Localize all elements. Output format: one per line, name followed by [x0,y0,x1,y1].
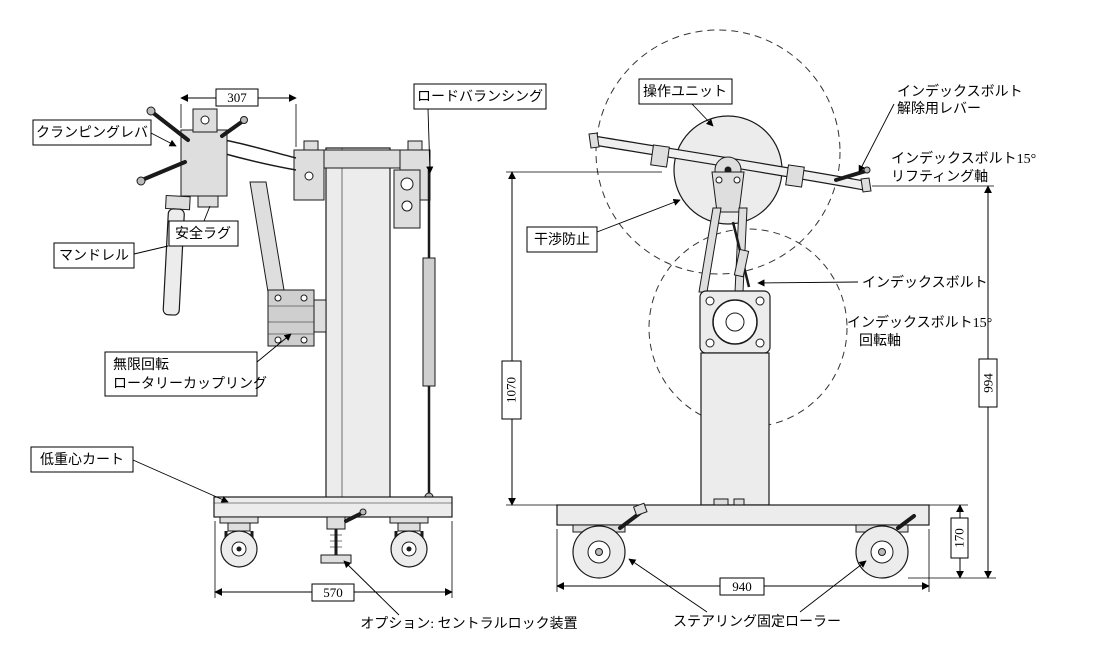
label-index-bolt-rotation: インデックスボルト15° 回転軸 [847,314,992,349]
svg-text:干渉防止: 干渉防止 [534,232,590,248]
dimension-940: 940 [556,529,930,596]
svg-text:インデックスボルト15°: インデックスボルト15° [891,150,1036,167]
dim-1070-value: 1070 [504,377,519,403]
dimension-170: 170 [929,504,969,579]
leader-steering-left [628,558,708,613]
dimension-307: 307 [180,88,297,147]
side-caster-front [219,516,259,568]
svg-text:安全ラグ: 安全ラグ [175,225,231,242]
label-load-balancing: ロードバランシング [413,83,547,174]
label-operation-unit: 操作ユニット [638,78,733,127]
side-column [325,147,391,507]
central-lock-part [320,508,367,564]
svg-text:マンドレル: マンドレル [59,249,129,264]
cable [223,139,297,159]
leader-mandrel [133,245,169,255]
side-base [213,496,453,518]
svg-text:インデックスボルト: インデックスボルト [897,83,1023,100]
label-option-central-lock: オプション: セントラルロック装置 [343,560,578,632]
dim-570-value: 570 [323,585,343,600]
svg-text:リフティング軸: リフティング軸 [891,169,988,185]
safety-lug-part [197,195,219,208]
mandrel-part [162,194,191,316]
label-low-cg-cart: 低重心カート [30,446,229,503]
leader-interference-prevention [596,198,681,233]
svg-text:インデックスボルト: インデックスボルト [862,274,988,291]
dim-994-value: 994 [981,373,996,393]
svg-text:ステアリング固定ローラー: ステアリング固定ローラー [673,614,841,630]
front-caster-left [572,502,648,579]
dimension-994: 994 [872,185,998,579]
label-rotary-coupling: 無限回転 ロータリーカップリング [104,333,292,397]
svg-text:回転軸: 回転軸 [859,333,901,349]
label-safety-lug: 安全ラグ [168,205,239,247]
clamp-assembly [136,106,248,208]
svg-text:クランピングレバ: クランピングレバ [36,125,148,141]
svg-text:インデックスボルト15°: インデックスボルト15° [847,314,992,331]
label-index-bolt-release: インデックスボルト 解除用レバー [858,83,1023,173]
swing-range-circle-bottom [648,228,848,428]
leader-option-central-lock [343,560,400,616]
dimension-1070: 1070 [501,171,662,506]
leader-load-balancing [426,108,434,174]
label-mandrel: マンドレル [53,242,169,269]
svg-text:ロータリーカップリング: ロータリーカップリング [113,376,267,392]
svg-text:ロードバランシング: ロードバランシング [417,89,543,105]
leader-steering-right [799,560,867,613]
rotary-coupling-part [267,289,327,347]
leader-index-bolt [757,279,859,287]
leader-low-cg-cart [132,459,229,503]
front-column [700,352,770,506]
dim-307-value: 307 [227,90,247,105]
label-steering-fixed-roller: ステアリング固定ローラー [628,558,867,630]
swing-range-circle-top [595,29,841,275]
load-balancer-part [393,169,436,502]
side-view [136,106,453,568]
dim-940-value: 940 [732,579,752,594]
front-caster-right [855,514,916,579]
svg-text:オプション: セントラルロック装置: オプション: セントラルロック装置 [360,616,577,632]
front-base [556,504,930,526]
svg-text:無限回転: 無限回転 [113,357,169,373]
dim-170-value: 170 [952,528,967,548]
label-clamping-lever: クランピングレバ [32,119,177,147]
front-view [556,29,930,579]
dimension-570: 570 [214,521,453,602]
side-caster-rear [389,516,429,568]
rotation-flange [699,290,771,354]
leader-clamping-lever [150,132,177,147]
leader-safety-lug [203,205,211,222]
svg-text:低重心カート: 低重心カート [40,452,124,468]
label-index-bolt: インデックスボルト [757,274,988,291]
label-interference-prevention: 干渉防止 [526,198,681,253]
leader-index-bolt-release [858,103,895,173]
clamping-lever-handle [150,110,190,142]
leader-operation-unit [691,103,714,127]
svg-text:操作ユニット: 操作ユニット [643,84,727,100]
label-index-bolt-lifting: インデックスボルト15° リフティング軸 [891,150,1036,185]
svg-text:解除用レバー: 解除用レバー [897,101,981,117]
side-arm [249,181,285,293]
leader-rotary-coupling [256,333,292,363]
